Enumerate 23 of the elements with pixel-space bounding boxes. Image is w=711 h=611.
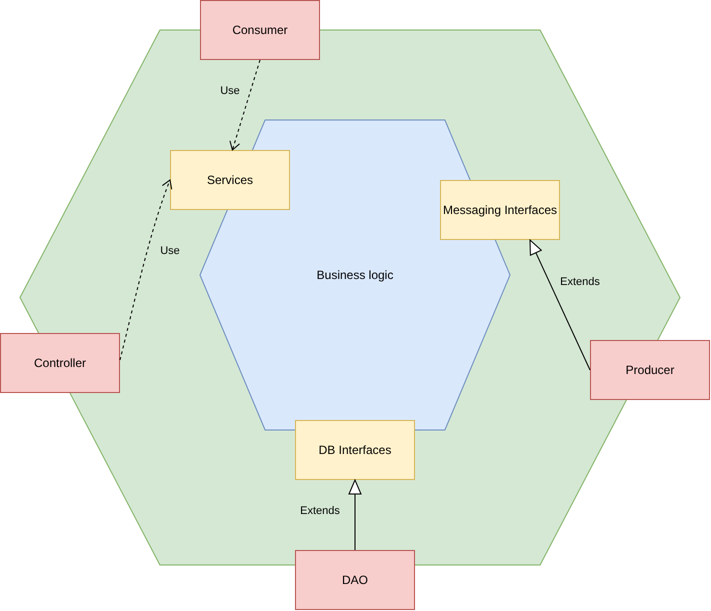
component-box: [295, 550, 415, 610]
node-label: Services: [206, 172, 253, 188]
node-label: Controller: [34, 356, 86, 370]
edge-label: Extends: [298, 505, 342, 517]
component-box: [0, 333, 120, 393]
node-label: DB Interfaces: [318, 442, 392, 458]
node-label: Messaging Interfaces: [442, 202, 558, 218]
node-label: Consumer: [232, 22, 288, 38]
arrow: [530, 240, 590, 370]
edge-label: Use: [158, 245, 182, 257]
node-label: Business logic: [316, 268, 394, 282]
interface-box: [170, 150, 290, 210]
interface-box: [440, 180, 560, 240]
node-label: DAO: [342, 572, 368, 588]
edge-label: Use: [218, 85, 242, 97]
arrow: [348, 480, 362, 550]
node-label: Producer: [626, 362, 674, 378]
edge-label: Extends: [558, 276, 602, 288]
interface-box: [295, 420, 415, 480]
arrow: [120, 180, 172, 360]
component-box: [200, 0, 320, 60]
arrow: [229, 60, 260, 150]
component-box: [590, 340, 710, 400]
